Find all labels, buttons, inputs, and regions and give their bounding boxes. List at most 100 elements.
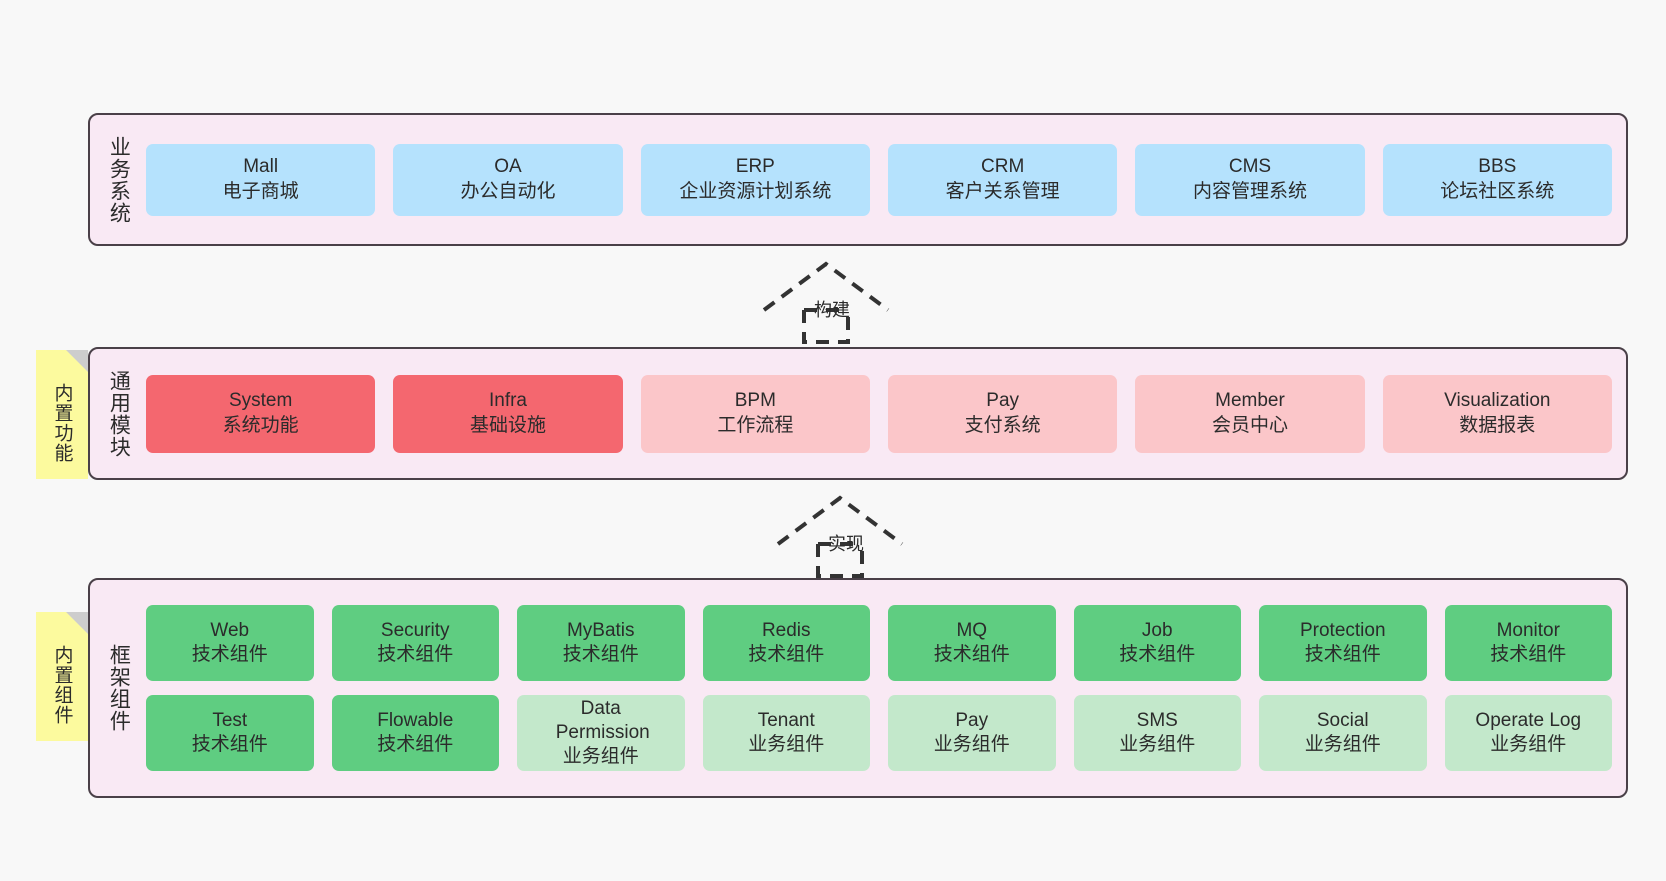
box-subtitle: 支付系统 xyxy=(964,414,1041,436)
connector-implement-label: 实现 xyxy=(828,534,864,554)
box-subtitle: 技术组件 xyxy=(377,644,454,665)
box-title: Web xyxy=(210,619,250,641)
box-title: Visualization xyxy=(1444,390,1551,412)
box-subtitle: 技术组件 xyxy=(1119,644,1196,665)
box-title: OA xyxy=(494,156,522,178)
note-builtin-function: 内置功能 xyxy=(36,350,88,479)
box-subtitle: 业务组件 xyxy=(562,746,639,768)
box-title: Security xyxy=(380,619,450,641)
layer-row: Web 技术组件 Security 技术组件 MyBatis 技术组件 Redi… xyxy=(146,605,1612,681)
box-title: CRM xyxy=(981,156,1025,178)
box-subtitle: 业务组件 xyxy=(1304,734,1381,755)
box-sms[interactable]: SMS 业务组件 xyxy=(1073,695,1241,771)
layer-body-business-system: Mall 电子商城 OA 办公自动化 ERP 企业资源计划系统 CRM 客户关系… xyxy=(146,115,1626,244)
box-title: Tenant xyxy=(757,709,815,731)
box-subtitle: 技术组件 xyxy=(562,644,639,665)
connector-build-label: 构建 xyxy=(814,300,850,320)
note-builtin-component: 内置组件 xyxy=(36,612,88,741)
layer-row: System 系统功能 Infra 基础设施 BPM 工作流程 Pay 支付系统… xyxy=(146,374,1612,453)
box-title: ERP xyxy=(735,156,775,178)
box-subtitle: 内容管理系统 xyxy=(1192,180,1307,202)
box-web[interactable]: Web 技术组件 xyxy=(146,605,314,681)
box-infra[interactable]: Infra 基础设施 xyxy=(393,374,623,453)
box-data-permission[interactable]: Data Permission 业务组件 xyxy=(517,695,685,771)
box-title: Job xyxy=(1141,619,1173,641)
box-pay-component[interactable]: Pay 业务组件 xyxy=(888,695,1056,771)
note-fold-icon xyxy=(66,612,88,634)
box-title: Flowable xyxy=(377,709,454,731)
box-subtitle: 系统功能 xyxy=(222,414,299,436)
generalization-arrow-icon xyxy=(762,261,890,344)
box-crm[interactable]: CRM 客户关系管理 xyxy=(887,143,1118,216)
connector-build: 构建 xyxy=(758,258,898,344)
box-subtitle: 电子商城 xyxy=(222,180,299,202)
box-subtitle: 客户关系管理 xyxy=(945,180,1060,202)
generalization-arrow-icon xyxy=(776,495,904,578)
box-flowable[interactable]: Flowable 技术组件 xyxy=(331,695,499,771)
box-title: Operate Log xyxy=(1475,709,1582,731)
layer-row: Mall 电子商城 OA 办公自动化 ERP 企业资源计划系统 CRM 客户关系… xyxy=(146,143,1612,216)
box-redis[interactable]: Redis 技术组件 xyxy=(702,605,870,681)
box-subtitle: 工作流程 xyxy=(717,414,794,436)
box-subtitle: 技术组件 xyxy=(191,734,268,755)
box-subtitle: 数据报表 xyxy=(1459,414,1536,436)
box-cms[interactable]: CMS 内容管理系统 xyxy=(1135,143,1365,216)
box-security[interactable]: Security 技术组件 xyxy=(331,605,499,681)
box-title: BBS xyxy=(1478,156,1517,178)
box-job[interactable]: Job 技术组件 xyxy=(1073,605,1241,681)
box-mall[interactable]: Mall 电子商城 xyxy=(146,143,376,216)
layer-business-system: 业务系统 Mall 电子商城 OA 办公自动化 ERP 企业资源计划系统 CRM… xyxy=(88,113,1628,246)
box-subtitle: 技术组件 xyxy=(377,734,454,755)
box-monitor[interactable]: Monitor 技术组件 xyxy=(1444,605,1612,681)
box-title: Test xyxy=(212,709,248,731)
box-visualization[interactable]: Visualization 数据报表 xyxy=(1382,374,1612,453)
layer-body-common-module: System 系统功能 Infra 基础设施 BPM 工作流程 Pay 支付系统… xyxy=(146,349,1626,478)
box-subtitle: 技术组件 xyxy=(933,644,1010,665)
box-mybatis[interactable]: MyBatis 技术组件 xyxy=(517,605,685,681)
box-subtitle: 会员中心 xyxy=(1211,414,1288,436)
box-title: Member xyxy=(1215,390,1285,412)
box-operate-log[interactable]: Operate Log 业务组件 xyxy=(1444,695,1612,771)
box-subtitle: 技术组件 xyxy=(1304,644,1381,665)
box-subtitle: 企业资源计划系统 xyxy=(679,180,832,202)
box-system[interactable]: System 系统功能 xyxy=(146,374,376,453)
note-label: 内置组件 xyxy=(51,644,73,725)
box-bbs[interactable]: BBS 论坛社区系统 xyxy=(1382,143,1612,216)
box-subtitle: 办公自动化 xyxy=(460,180,556,202)
layer-row: Test 技术组件 Flowable 技术组件 Data Permission … xyxy=(146,695,1612,771)
box-title: Social xyxy=(1316,709,1369,731)
box-title: Data Permission xyxy=(555,697,650,743)
box-subtitle: 基础设施 xyxy=(469,414,546,436)
box-member[interactable]: Member 会员中心 xyxy=(1135,374,1365,453)
box-test[interactable]: Test 技术组件 xyxy=(146,695,314,771)
box-bpm[interactable]: BPM 工作流程 xyxy=(640,374,870,453)
box-title: Pay xyxy=(986,390,1020,412)
box-title: Redis xyxy=(761,619,811,641)
box-erp[interactable]: ERP 企业资源计划系统 xyxy=(640,143,870,216)
note-label: 内置功能 xyxy=(51,382,73,463)
box-pay-module[interactable]: Pay 支付系统 xyxy=(887,374,1118,453)
box-oa[interactable]: OA 办公自动化 xyxy=(393,143,623,216)
box-title: Monitor xyxy=(1496,619,1560,641)
box-subtitle: 技术组件 xyxy=(191,644,268,665)
box-title: Protection xyxy=(1299,619,1386,641)
layer-body-framework-component: Web 技术组件 Security 技术组件 MyBatis 技术组件 Redi… xyxy=(146,580,1626,796)
box-protection[interactable]: Protection 技术组件 xyxy=(1259,605,1427,681)
connector-implement: 实现 xyxy=(772,492,912,578)
box-title: BPM xyxy=(734,390,776,412)
note-fold-icon xyxy=(66,350,88,372)
box-tenant[interactable]: Tenant 业务组件 xyxy=(702,695,870,771)
box-title: SMS xyxy=(1136,709,1178,731)
box-title: CMS xyxy=(1228,156,1272,178)
box-subtitle: 业务组件 xyxy=(1490,734,1567,755)
layer-title-common-module: 通用模块 xyxy=(107,369,131,458)
box-title: MyBatis xyxy=(566,619,635,641)
box-subtitle: 业务组件 xyxy=(748,734,825,755)
layer-title-business-system: 业务系统 xyxy=(107,135,131,224)
box-title: Mall xyxy=(243,156,279,178)
box-mq[interactable]: MQ 技术组件 xyxy=(888,605,1056,681)
box-social[interactable]: Social 业务组件 xyxy=(1259,695,1427,771)
box-title: System xyxy=(228,390,293,412)
box-title: Infra xyxy=(488,390,527,412)
